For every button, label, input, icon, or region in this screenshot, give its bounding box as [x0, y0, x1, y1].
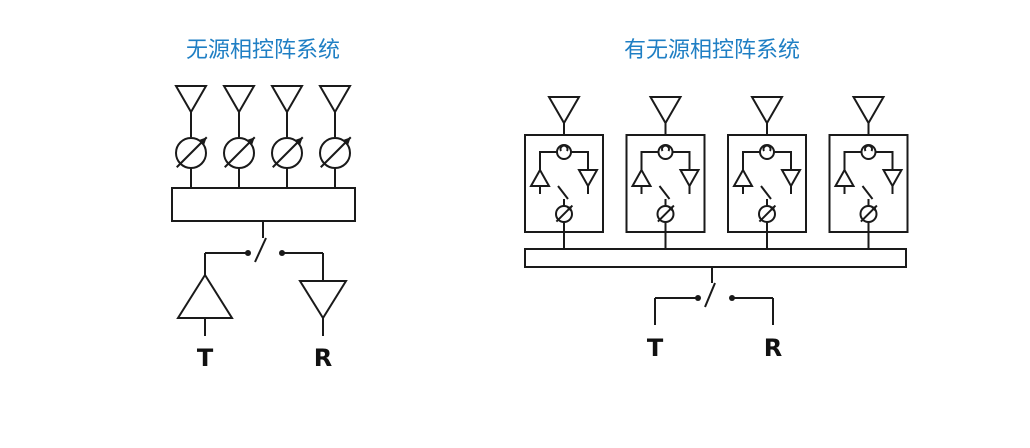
amplifier-icon	[780, 169, 802, 189]
active-receive-label: R	[764, 334, 782, 362]
switch-icon	[704, 282, 716, 308]
passive-receive-label: R	[314, 344, 332, 372]
circulator-icon	[556, 144, 572, 160]
amplifier-icon	[678, 169, 701, 189]
passive-array-panel: 无源相控阵系统 T R	[171, 38, 356, 372]
antenna-icon	[851, 96, 886, 126]
antenna-icon	[750, 96, 784, 126]
antenna-icon	[222, 85, 256, 115]
antenna-icon	[318, 85, 352, 115]
circulator-icon	[860, 144, 877, 160]
antenna-icon	[648, 96, 683, 126]
phase-shifter-icon	[859, 204, 878, 223]
passive-tr-switch	[204, 237, 324, 281]
switch-icon	[861, 185, 874, 200]
active-transmit-label: T	[647, 334, 664, 362]
passive-element-group	[174, 85, 352, 188]
circulator-icon	[657, 144, 674, 160]
active-module-group	[524, 96, 909, 249]
passive-antenna-element	[174, 85, 208, 188]
switch-icon	[760, 185, 772, 200]
tr-module	[524, 96, 604, 249]
phase-shifter-icon	[271, 136, 304, 169]
switch-icon	[254, 237, 267, 263]
amplifier-icon	[577, 169, 599, 189]
phase-shifter-icon	[319, 136, 352, 169]
active-array-title: 有无源相控阵系统	[624, 38, 800, 63]
passive-feed-network	[171, 187, 356, 222]
passive-antenna-element	[318, 85, 352, 188]
phase-shifter-icon	[175, 136, 208, 169]
tr-module	[625, 96, 706, 249]
phase-shifter-icon	[656, 204, 675, 223]
tr-module	[727, 96, 807, 249]
phase-shifter-icon	[758, 204, 777, 223]
passive-array-title: 无源相控阵系统	[186, 38, 340, 63]
tr-module	[828, 96, 909, 249]
amplifier-icon	[881, 169, 904, 189]
phase-shifter-icon	[223, 136, 256, 169]
phase-shifter-icon	[555, 204, 574, 223]
passive-antenna-element	[222, 85, 256, 188]
antenna-icon	[174, 85, 208, 115]
receive-amplifier-icon	[298, 280, 348, 320]
circulator-icon	[759, 144, 775, 160]
passive-transmit-label: T	[197, 344, 214, 372]
switch-icon	[658, 185, 671, 200]
passive-antenna-element	[270, 85, 304, 188]
active-tr-switch	[654, 282, 774, 325]
active-array-panel: 有无源相控阵系统 T R	[524, 38, 909, 362]
transmit-amplifier-icon	[176, 273, 234, 319]
antenna-icon	[547, 96, 581, 126]
antenna-icon	[270, 85, 304, 115]
active-feed-network	[524, 248, 907, 268]
switch-icon	[557, 185, 569, 200]
